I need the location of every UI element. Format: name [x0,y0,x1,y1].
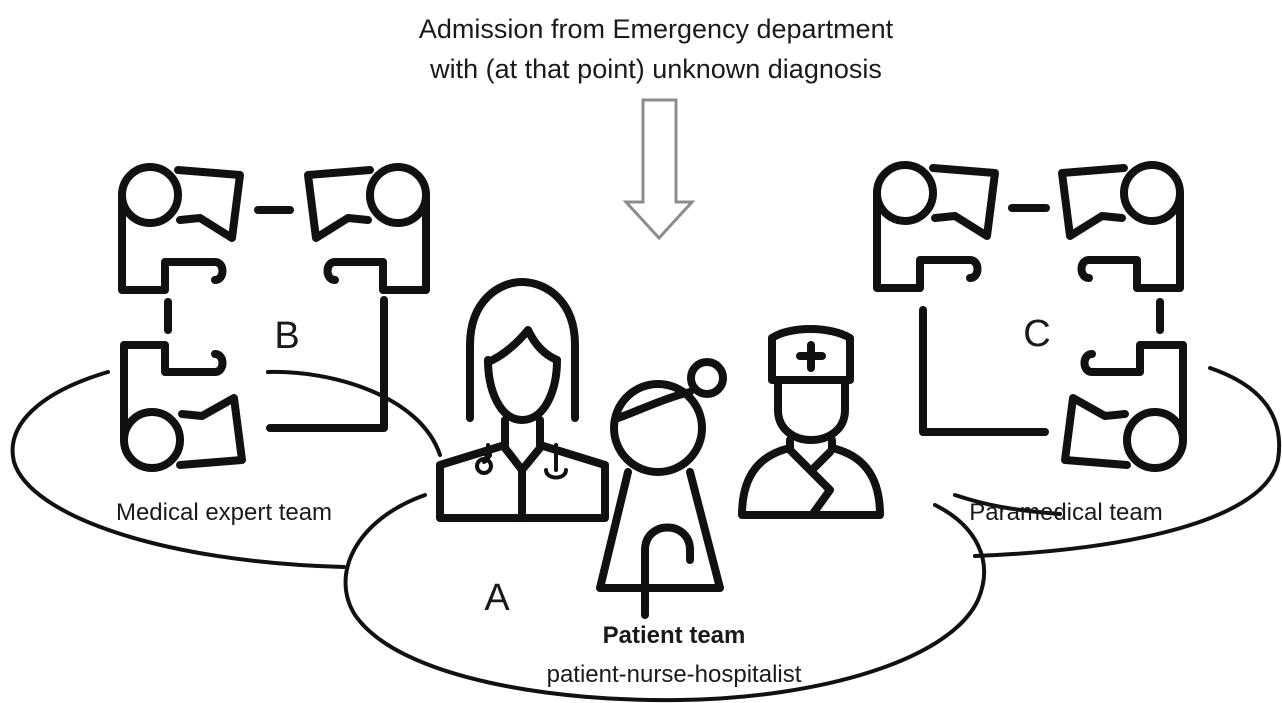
meeting-table-icon [118,163,430,472]
admission-text-line2: with (at that point) unknown diagnosis [429,54,882,84]
team-letter-b: B [274,315,299,357]
doctor-icon [436,278,609,522]
patient-team-ellipse [343,493,987,703]
patient-team-title: Patient team [603,622,746,649]
paramedical-team-ellipse [953,366,1282,558]
meeting-table-icon [873,161,1187,472]
team-letter-a: A [484,577,510,619]
patient-with-cane-icon [596,358,727,619]
team-letter-c: C [1023,313,1050,355]
medical-team-ellipse [10,369,442,569]
down-arrow-icon [622,98,696,241]
admission-text-line1: Admission from Emergency department [419,14,894,44]
patient-team-subtitle: patient-nurse-hospitalist [547,661,802,688]
paramedical-team-label: Paramedical team [969,499,1162,526]
medical-team-label: Medical expert team [116,499,332,526]
nurse-icon [738,325,884,519]
